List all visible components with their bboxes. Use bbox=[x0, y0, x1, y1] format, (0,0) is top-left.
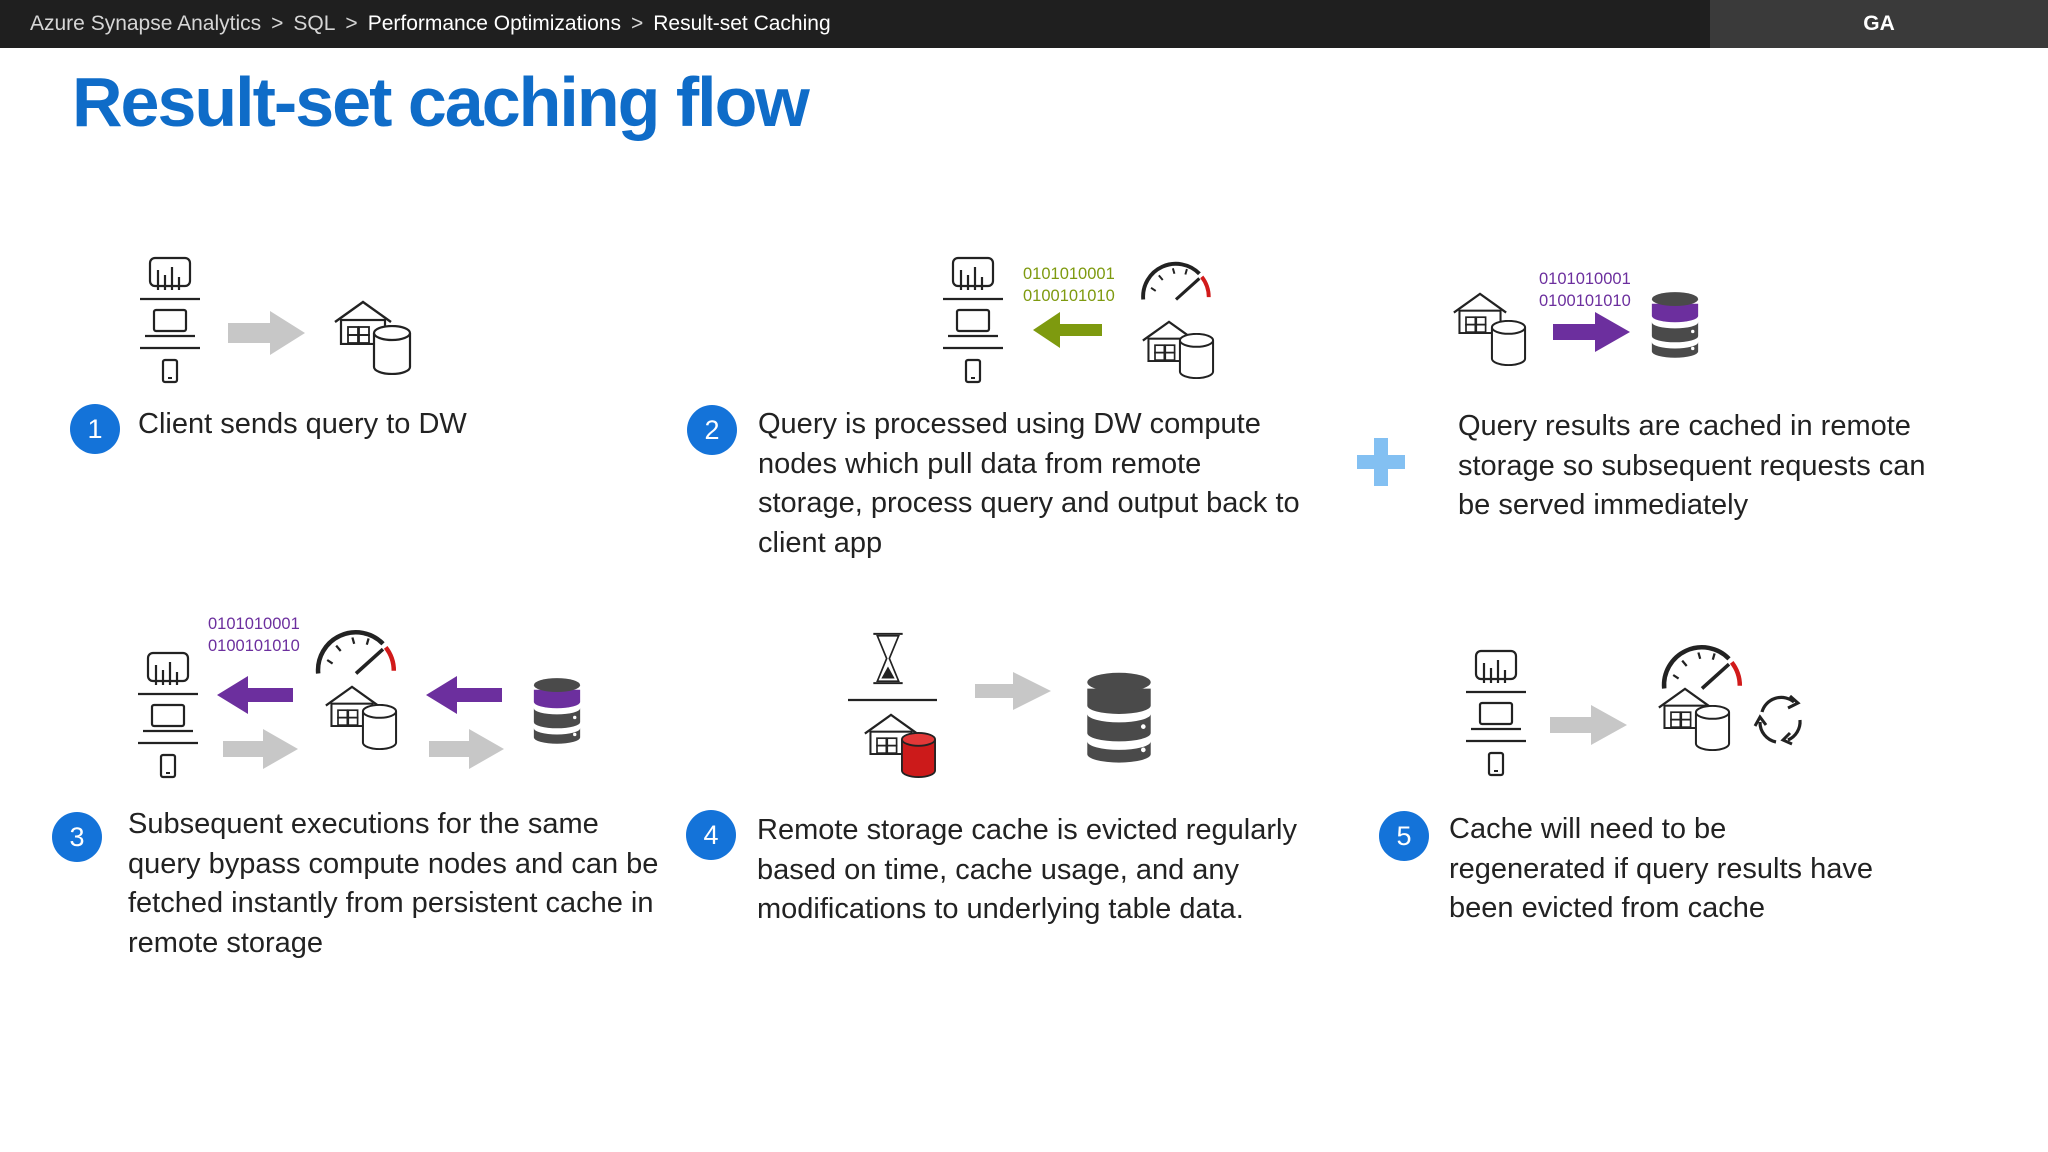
step-1-number: 1 bbox=[70, 404, 120, 454]
cache-illustration: 0101010001 0100101010 bbox=[1452, 270, 1699, 366]
step-4-text: Remote storage cache is evicted regularl… bbox=[757, 814, 1297, 925]
cylinder-red-icon bbox=[901, 732, 936, 778]
gauge-icon bbox=[1143, 264, 1209, 300]
breadcrumb-separator: > bbox=[271, 12, 284, 35]
step-4-number: 4 bbox=[686, 810, 736, 860]
breadcrumb-separator: > bbox=[345, 12, 358, 35]
step-3-text: Subsequent executions for the same query… bbox=[128, 808, 659, 959]
plus-vertical-bar bbox=[1374, 438, 1388, 486]
arrow-right-icon bbox=[975, 672, 1051, 710]
database-icon bbox=[1087, 672, 1151, 763]
refresh-icon bbox=[1753, 694, 1802, 746]
binary-text-line-1: 0101010001 bbox=[1539, 270, 1631, 288]
cache-text: Query results are cached in remote stora… bbox=[1458, 410, 1926, 521]
top-bar: Azure Synapse Analytics > SQL > Performance … bbox=[0, 0, 2048, 48]
binary-text-line-2: 0100101010 bbox=[1023, 287, 1115, 305]
arrow-left-purple-icon bbox=[426, 676, 502, 714]
binary-text-line-1: 0101010001 bbox=[1023, 265, 1115, 283]
step-2-number: 2 bbox=[687, 405, 737, 455]
breadcrumb-item-performance[interactable]: Performance Optimizations bbox=[367, 12, 621, 35]
arrow-left-green-icon bbox=[1033, 312, 1102, 348]
cylinder-icon bbox=[372, 325, 412, 375]
binary-text-line-1: 0101010001 bbox=[208, 615, 300, 633]
database-icon bbox=[1651, 292, 1699, 358]
arrow-right-icon bbox=[223, 729, 298, 769]
database-icon bbox=[533, 678, 581, 744]
arrow-right-purple-icon bbox=[1553, 312, 1630, 352]
gauge-icon bbox=[318, 632, 394, 673]
client-devices-icon bbox=[140, 256, 200, 384]
step-1-text: Client sends query to DW bbox=[138, 408, 467, 440]
breadcrumb-item-sql[interactable]: SQL bbox=[293, 12, 336, 35]
ga-badge: GA bbox=[1710, 0, 2048, 48]
step-5-text: Cache will need to be regenerated if que… bbox=[1449, 813, 1873, 924]
arrow-right-icon bbox=[228, 311, 305, 355]
step-5-number: 5 bbox=[1379, 811, 1429, 861]
breadcrumb-item-result-set-caching[interactable]: Result-set Caching bbox=[653, 12, 831, 35]
step-2-text: Query is processed using DW compute node… bbox=[758, 408, 1300, 559]
client-devices-icon bbox=[943, 256, 1003, 384]
cylinder-icon bbox=[361, 704, 398, 750]
cylinder-icon bbox=[1178, 333, 1215, 379]
step-4-illustration bbox=[848, 632, 1151, 778]
page-title: Result-set caching flow bbox=[72, 63, 810, 141]
step-5-illustration bbox=[1466, 635, 1802, 777]
client-devices-icon bbox=[138, 651, 198, 779]
breadcrumb-separator: > bbox=[630, 12, 644, 35]
arrow-left-purple-icon bbox=[217, 676, 293, 714]
step-2-illustration: 0101010001 0100101010 bbox=[943, 256, 1215, 384]
gauge-icon bbox=[1664, 647, 1740, 688]
arrow-right-icon bbox=[429, 729, 504, 769]
step-1-illustration bbox=[140, 256, 412, 384]
breadcrumb-item-azure-synapse[interactable]: Azure Synapse Analytics bbox=[30, 12, 262, 35]
arrow-right-icon bbox=[1550, 705, 1627, 745]
binary-text-line-2: 0100101010 bbox=[208, 637, 300, 655]
cylinder-icon bbox=[1694, 705, 1731, 751]
step-3-illustration: 0101010001 0100101010 bbox=[138, 615, 581, 779]
breadcrumb: Azure Synapse Analytics > SQL > Performance … bbox=[30, 0, 831, 48]
binary-text-line-2: 0100101010 bbox=[1539, 292, 1631, 310]
step-3-number: 3 bbox=[52, 812, 102, 862]
client-devices-icon bbox=[1466, 649, 1526, 777]
cylinder-icon bbox=[1490, 320, 1527, 366]
hourglass-icon bbox=[872, 632, 904, 685]
